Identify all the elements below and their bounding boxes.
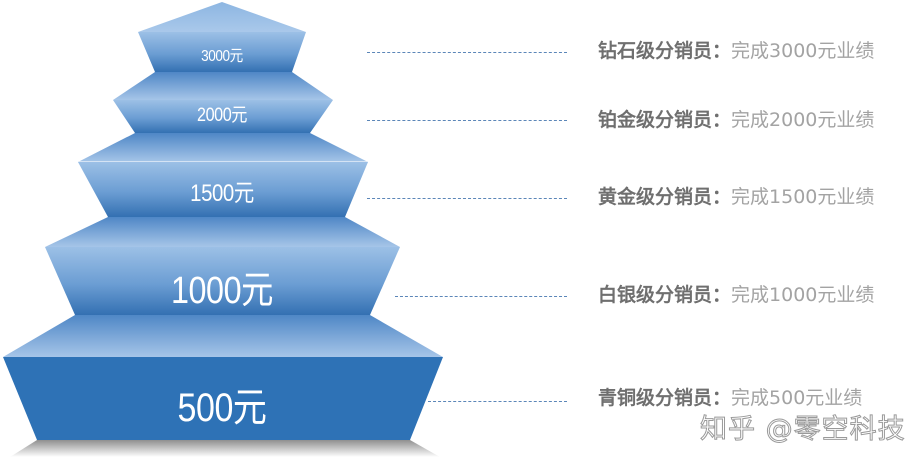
base-shadow <box>10 440 440 457</box>
tier-1-connector <box>367 52 567 53</box>
tier-5-shape <box>3 315 443 440</box>
watermark: 知乎 @零空科技 <box>700 414 906 446</box>
tier-4-title: 白银级分销员： <box>598 284 732 306</box>
tier-3-description: 黄金级分销员：完成1500元业绩 <box>598 185 874 209</box>
tier-2-description: 铂金级分销员：完成2000元业绩 <box>598 108 874 132</box>
tier-2-title: 铂金级分销员： <box>598 109 732 131</box>
tier-2-value: 2000元 <box>197 105 247 126</box>
tier-4-value: 1000元 <box>170 270 274 312</box>
tier-3-shape <box>78 133 368 217</box>
tier-1-description: 钻石级分销员：完成3000元业绩 <box>598 39 874 63</box>
tier-1-title: 钻石级分销员： <box>598 40 732 62</box>
tier-5-value: 500元 <box>177 386 267 430</box>
tier-2-requirement: 完成2000元业绩 <box>731 109 875 131</box>
tier-5-connector <box>428 401 567 402</box>
tier-2-shape <box>113 72 333 133</box>
tier-4-shape <box>45 217 400 315</box>
tier-5-requirement: 完成500元业绩 <box>731 387 863 409</box>
tier-3-requirement: 完成1500元业绩 <box>731 186 875 208</box>
tier-5-title: 青铜级分销员： <box>598 387 732 409</box>
tier-1-requirement: 完成3000元业绩 <box>731 40 875 62</box>
tier-4-connector <box>395 296 567 297</box>
tier-1-shape <box>138 2 306 72</box>
tier-1-value: 3000元 <box>201 48 243 65</box>
tier-4-description: 白银级分销员：完成1000元业绩 <box>598 283 874 307</box>
tier-2-connector <box>367 120 567 121</box>
tier-3-title: 黄金级分销员： <box>598 186 732 208</box>
tier-3-value: 1500元 <box>190 180 254 207</box>
tier-3-connector <box>367 198 567 199</box>
tier-4-requirement: 完成1000元业绩 <box>731 284 875 306</box>
tier-5-description: 青铜级分销员：完成500元业绩 <box>598 386 862 410</box>
